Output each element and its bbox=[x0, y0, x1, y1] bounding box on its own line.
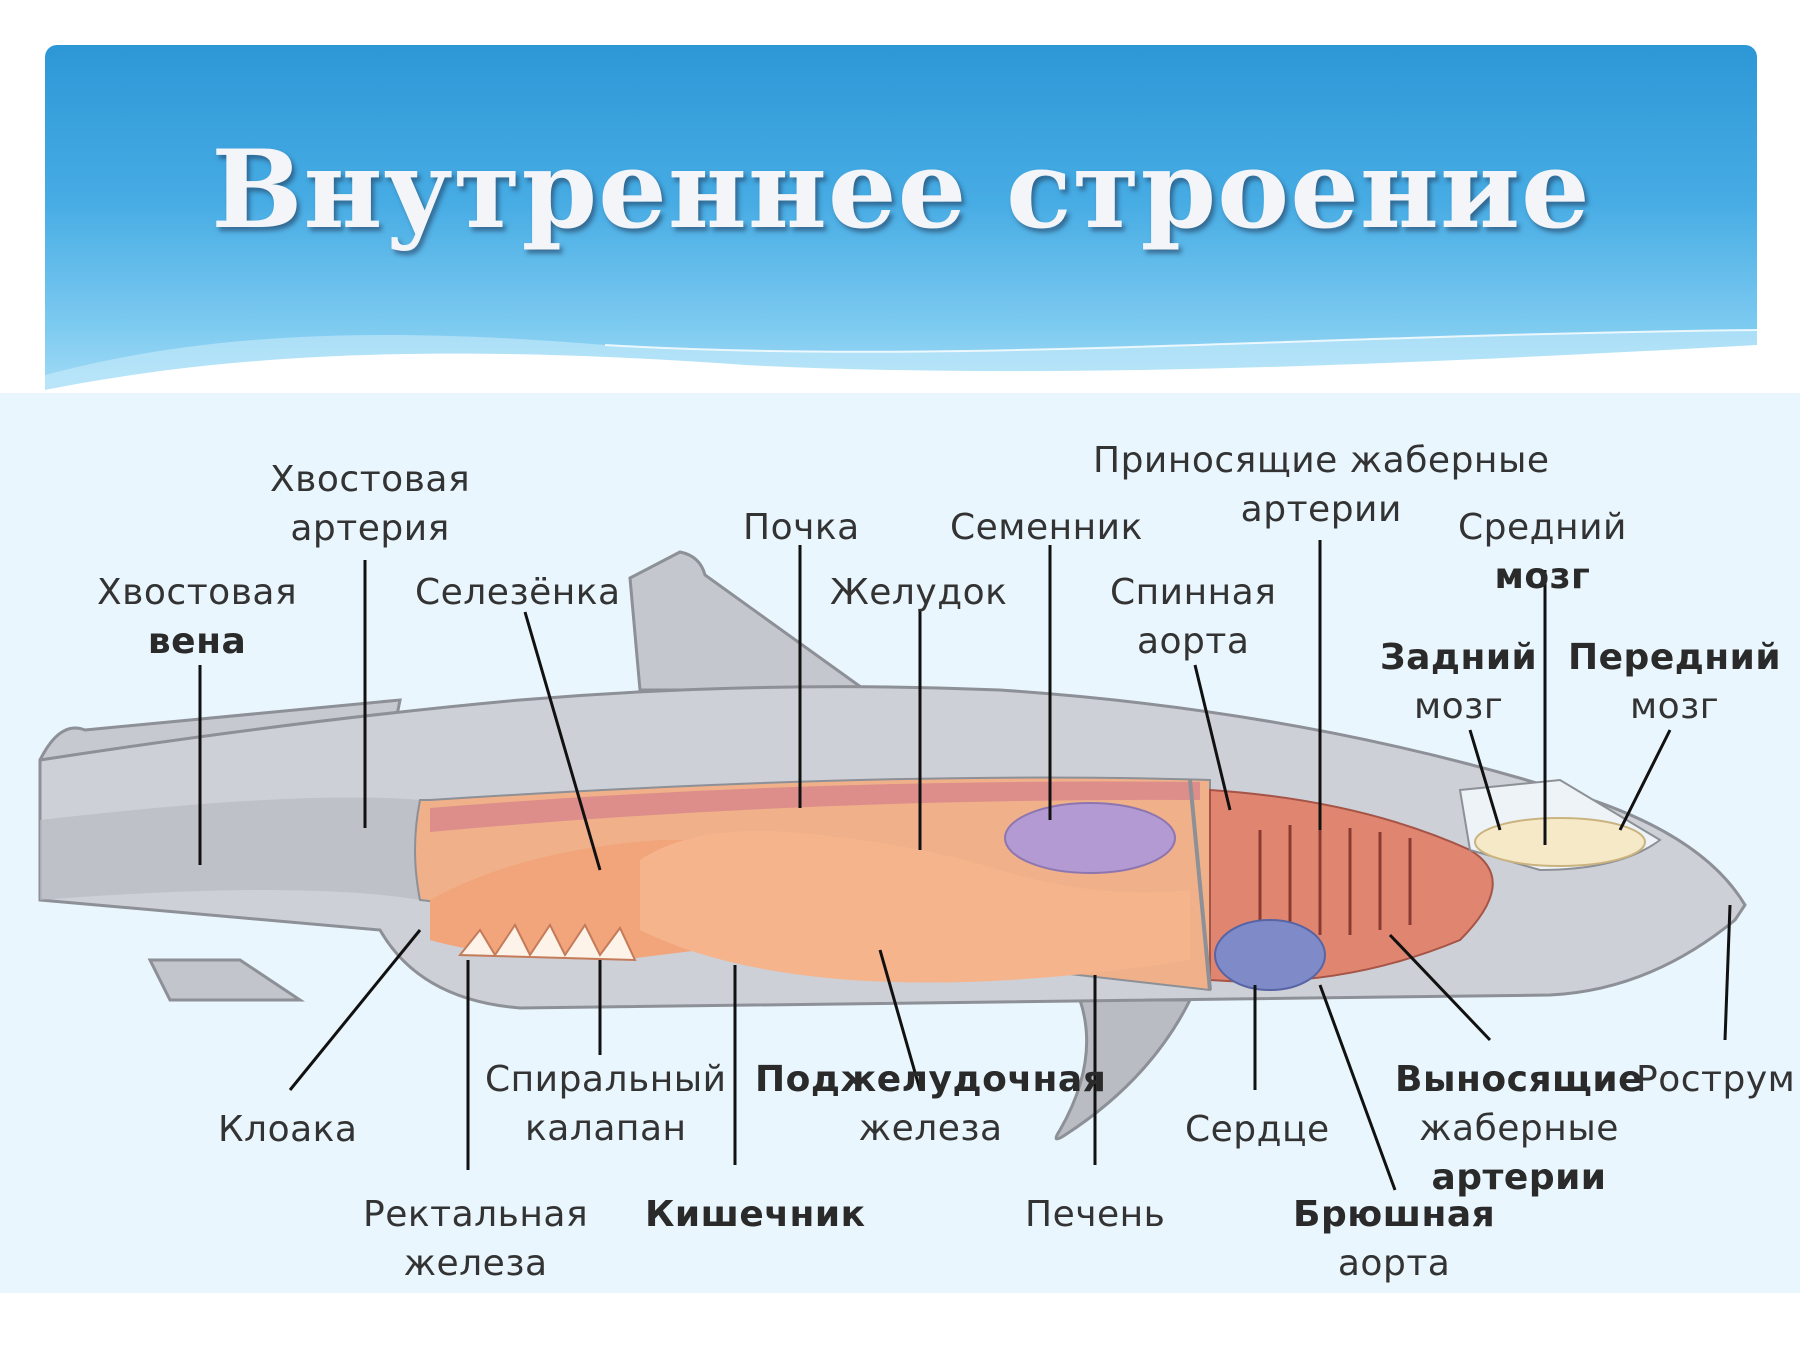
label-line: жаберные bbox=[1419, 1108, 1619, 1149]
label-line: калапан bbox=[525, 1108, 687, 1149]
testis bbox=[1004, 802, 1176, 874]
label-line: артерии bbox=[1431, 1157, 1607, 1198]
label-dorsal-aorta: Спинная аорта bbox=[1110, 568, 1276, 666]
label-midbrain: Средний мозг bbox=[1458, 503, 1627, 601]
label-line: Спинная bbox=[1110, 572, 1277, 613]
label-line: Средний bbox=[1458, 507, 1627, 548]
label-tail-vein: Хвостовая вена bbox=[97, 568, 297, 666]
label-stomach: Желудок bbox=[830, 572, 1008, 613]
label-line: Хвостовая bbox=[97, 572, 298, 613]
pelvic-fin bbox=[1054, 998, 1193, 1141]
dorsal-fin bbox=[628, 550, 870, 692]
stomach bbox=[640, 830, 1190, 983]
label-line: Выносящие bbox=[1395, 1059, 1643, 1100]
label-liver: Печень bbox=[1025, 1194, 1166, 1235]
label-hindbrain: Задний мозг bbox=[1380, 633, 1537, 731]
label-tail-artery: Хвостовая артерия bbox=[270, 455, 470, 553]
wave-decoration bbox=[45, 329, 1757, 395]
label-line: железа bbox=[858, 1108, 1003, 1149]
label-line: Спиральный bbox=[485, 1059, 727, 1100]
tail-lower-lobe bbox=[147, 958, 305, 1002]
label-line: Брюшная bbox=[1293, 1194, 1496, 1235]
label-line: аорта bbox=[1337, 1243, 1451, 1284]
label-rectal-gland: Ректальная железа bbox=[363, 1190, 588, 1288]
label-pancreas: Поджелудочная железа bbox=[755, 1055, 1106, 1153]
label-intestine: Кишечник bbox=[645, 1194, 866, 1235]
label-cloaca: Клоака bbox=[218, 1109, 358, 1150]
shark-diagram bbox=[38, 540, 1747, 1191]
label-heart: Сердце bbox=[1185, 1109, 1330, 1150]
label-line: мозг bbox=[1629, 686, 1720, 727]
label-line: Хвостовая bbox=[270, 459, 471, 500]
label-line: мозг bbox=[1414, 686, 1504, 727]
brain-mass bbox=[1474, 817, 1646, 867]
label-line: мозг bbox=[1494, 556, 1591, 597]
label-line: аорта bbox=[1136, 621, 1250, 662]
label-line: Приносящие жаберные bbox=[1093, 440, 1550, 481]
label-ventral-aorta: Брюшная аорта bbox=[1293, 1190, 1495, 1288]
label-spiral-valve: Спиральный калапан bbox=[485, 1055, 727, 1153]
leader-lines bbox=[198, 540, 1732, 1191]
label-line: железа bbox=[403, 1243, 548, 1284]
kidney bbox=[430, 781, 1200, 832]
label-line: Задний bbox=[1380, 637, 1538, 678]
label-line: артерии bbox=[1240, 489, 1402, 530]
label-spleen: Селезёнка bbox=[415, 572, 621, 613]
label-line: вена bbox=[147, 621, 247, 662]
label-forebrain: Передний мозг bbox=[1568, 633, 1781, 731]
label-line: Ректальная bbox=[363, 1194, 589, 1235]
title-banner: Внутреннее строение bbox=[45, 45, 1757, 395]
slide-title: Внутреннее строение bbox=[211, 127, 1591, 253]
label-afferent-arteries: Приносящие жаберные артерии bbox=[1093, 436, 1550, 534]
label-testis: Семенник bbox=[950, 507, 1143, 548]
heart bbox=[1214, 919, 1326, 991]
spiral-valve bbox=[457, 923, 637, 962]
label-line: Передний bbox=[1568, 637, 1782, 678]
label-line: артерия bbox=[290, 508, 450, 549]
label-rostrum: Рострум bbox=[1636, 1059, 1796, 1100]
label-line: Поджелудочная bbox=[755, 1059, 1107, 1100]
label-efferent-arteries: Выносящие жаберные артерии bbox=[1395, 1055, 1643, 1202]
label-kidney: Почка bbox=[743, 507, 860, 548]
